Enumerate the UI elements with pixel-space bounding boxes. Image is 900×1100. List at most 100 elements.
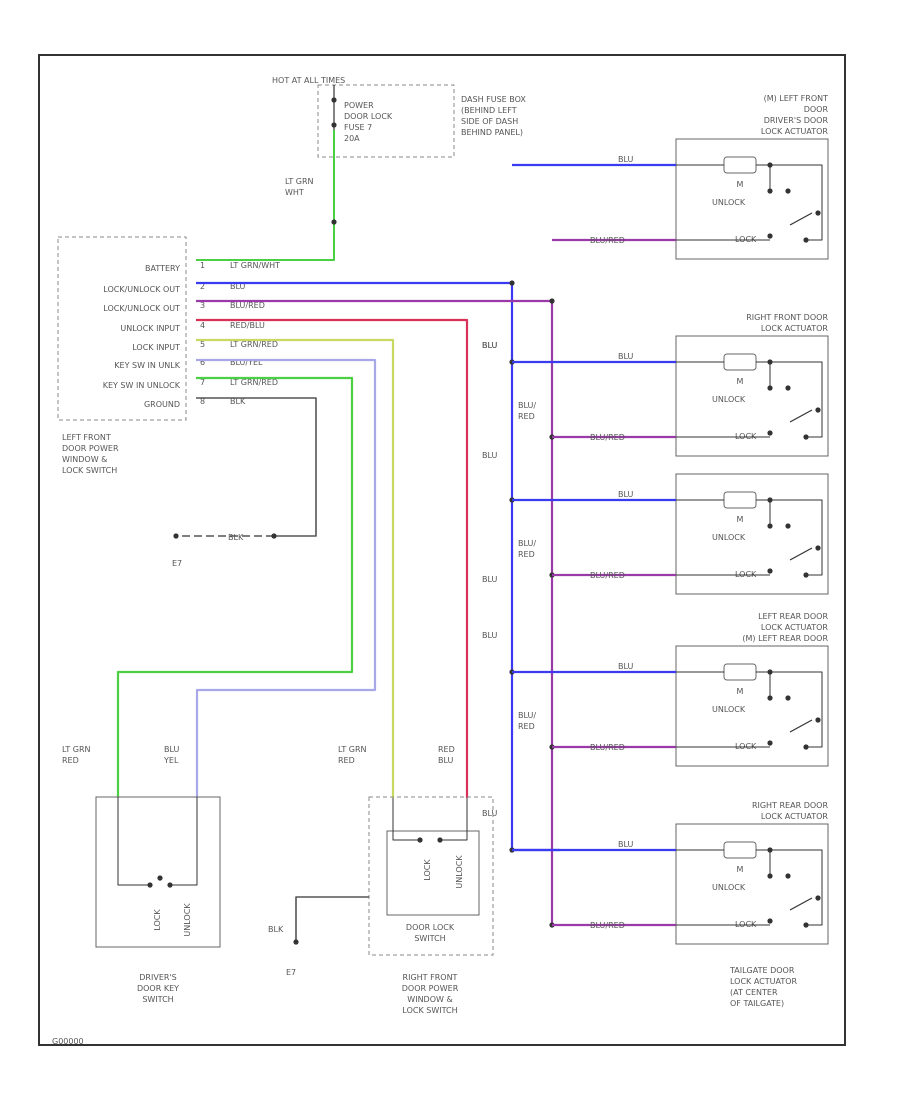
left-switch-name: LOCK SWITCH	[62, 466, 117, 475]
trunk-label: BLU	[482, 451, 498, 460]
contact	[767, 873, 773, 879]
left-switch-pin-label: UNLOCK INPUT	[120, 324, 180, 333]
contact	[767, 669, 773, 675]
internal-wire	[756, 164, 823, 241]
actuator-name: DOOR	[804, 105, 829, 114]
contact	[785, 188, 791, 194]
actuator-name: (M) LEFT FRONT	[764, 94, 829, 103]
right-switch-internal	[392, 798, 420, 841]
internal-wire	[756, 671, 823, 748]
contact	[815, 895, 821, 901]
fuse-label: 20A	[344, 134, 360, 143]
pin-number: 3	[200, 301, 205, 310]
left-switch-pin-label: BATTERY	[145, 264, 180, 273]
pin-number: 2	[200, 282, 205, 291]
wire-blu-trunk	[196, 281, 560, 852]
switch-blade	[789, 212, 813, 226]
pin-number: 4	[200, 321, 205, 330]
fuse-label: POWER	[344, 101, 374, 110]
contact	[815, 210, 821, 216]
right-switch-inner-label: SWITCH	[414, 934, 445, 943]
tailgate-label: LOCK ACTUATOR	[730, 977, 798, 986]
fuse-label: FUSE 7	[344, 123, 372, 132]
unlock-label: UNLOCK	[712, 705, 746, 714]
left-switch-outline	[57, 236, 187, 421]
actuator-name: LOCK ACTUATOR	[761, 127, 829, 136]
right-switch-internal	[440, 798, 468, 841]
right-switch-name: LOCK SWITCH	[402, 1006, 457, 1015]
fuse-pin-bottom	[331, 122, 337, 128]
tailgate-label: OF TAILGATE)	[730, 999, 784, 1008]
right-switch-name: WINDOW &	[407, 995, 452, 1004]
contact	[767, 695, 773, 701]
left-switch-wire-label: LT GRN/WHT	[230, 261, 280, 270]
fuse-pin-top	[331, 97, 337, 103]
internal-wire	[756, 499, 823, 576]
left-switch-wire-label: BLU/YEL	[230, 358, 263, 367]
switch-blade	[789, 409, 813, 423]
trunk-label: RED	[518, 550, 535, 559]
unlock-label: UNLOCK	[712, 198, 746, 207]
wire-blk-ground	[196, 397, 317, 537]
contact	[803, 922, 809, 928]
actuator-name: LOCK ACTUATOR	[761, 812, 829, 821]
actuator-name: (M) LEFT REAR DOOR	[742, 634, 828, 643]
left-switch-name: DOOR POWER	[62, 444, 119, 453]
trunk-label: RED	[518, 722, 535, 731]
actuator-box	[675, 335, 829, 457]
right-switch-outline	[368, 796, 494, 956]
contact	[803, 744, 809, 750]
actuator-wire-label: BLU/RED	[590, 921, 625, 930]
actuator-wire-label: BLU/RED	[590, 743, 625, 752]
contact	[417, 837, 423, 843]
dash-fuse-box-label: BEHIND PANEL)	[461, 128, 523, 137]
trunk-label: BLU	[482, 575, 498, 584]
fuse-wire-color-label: LT GRN	[285, 177, 314, 186]
trunk-label: BLU	[482, 341, 498, 350]
ground-wire-label: BLK	[228, 533, 244, 542]
contact	[785, 695, 791, 701]
key-switch-name: DOOR KEY	[137, 984, 179, 993]
contact	[767, 188, 773, 194]
splice-dot	[509, 280, 515, 286]
unlock-label: UNLOCK	[712, 533, 746, 542]
contact	[147, 882, 153, 888]
pin-number: 1	[200, 261, 205, 270]
left-switch-wire-label: LT GRN/RED	[230, 378, 278, 387]
actuator-box	[675, 645, 829, 767]
contact	[815, 717, 821, 723]
trunk-label: RED	[518, 412, 535, 421]
wire-lt-grn-wht	[196, 130, 335, 261]
motor-label: M	[737, 865, 744, 874]
internal-wire	[756, 849, 823, 926]
switch-blade	[789, 547, 813, 561]
key-switch-contact-unlock: UNLOCK	[183, 903, 192, 937]
wire-red-blu	[196, 318, 469, 798]
right-switch-wire-right: RED	[438, 745, 455, 754]
switch-blade	[789, 897, 813, 911]
actuator-wire-label: BLU	[618, 490, 634, 499]
motor-label: M	[737, 377, 744, 386]
contact	[785, 523, 791, 529]
dash-fuse-box-label: SIDE OF DASH	[461, 117, 518, 126]
splice-dot	[271, 533, 277, 539]
left-switch-name: LEFT FRONT	[62, 433, 111, 442]
actuator-box	[675, 823, 829, 945]
contact	[767, 162, 773, 168]
left-switch-pin-label: GROUND	[144, 400, 180, 409]
left-switch-pin-label: KEY SW IN UNLK	[114, 361, 180, 370]
contact	[437, 837, 443, 843]
tailgate-label: TAILGATE DOOR	[729, 966, 795, 975]
splice-dot	[549, 298, 555, 304]
motor-symbol	[723, 663, 757, 681]
motor-symbol	[723, 353, 757, 371]
right-switch-inner-label: DOOR LOCK	[406, 923, 455, 932]
actuator-wire-label: BLU	[618, 352, 634, 361]
splice-dot	[331, 219, 337, 225]
wire-lt-grn-red-lock-input	[196, 338, 395, 798]
contact	[167, 882, 173, 888]
left-switch-wire-label: RED/BLU	[230, 321, 265, 330]
key-switch-internal	[117, 797, 150, 886]
key-switch-wire-left: RED	[62, 756, 79, 765]
